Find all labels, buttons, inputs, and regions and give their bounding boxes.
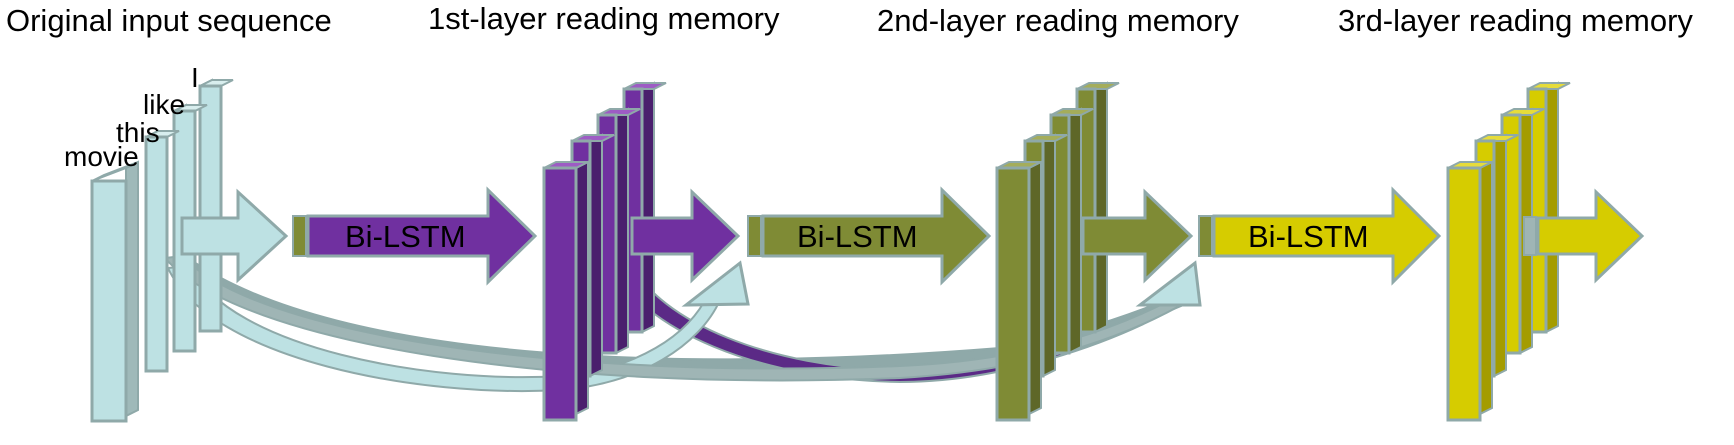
layer3-memory-stack [1446, 81, 1571, 422]
title-layer3-memory: 3rd-layer reading memory [1338, 3, 1693, 38]
layer2-output-arrow [1081, 188, 1194, 284]
layer2-slab-4 [1075, 81, 1120, 334]
layer3-slab-1 [1446, 160, 1493, 422]
word-this: this [116, 117, 160, 148]
layer2-slab-1 [995, 160, 1042, 422]
input-output-arrow [180, 188, 289, 284]
input-slab-2 [144, 129, 180, 373]
layer3-slab-4 [1526, 81, 1571, 334]
title-layer1-memory: 1st-layer reading memory [428, 1, 780, 36]
layer1-memory-stack [542, 81, 667, 422]
bilstm-label-1: Bi-LSTM [345, 219, 466, 254]
word-I: I [191, 62, 199, 93]
layer3-output-arrow [1536, 188, 1645, 284]
bilstm-block-3: Bi-LSTM [1198, 186, 1442, 286]
layer1-slab-1 [542, 160, 589, 422]
input-slab-1 [90, 160, 139, 423]
skip-arrowhead-to-layer2 [1135, 260, 1202, 307]
bilstm-arrow-2 [761, 186, 992, 286]
bilstm-arrow-1 [306, 186, 538, 286]
bilstm-label-3: Bi-LSTM [1248, 219, 1369, 254]
word-movie: movie [64, 141, 139, 172]
layer3-output-arrow-stub [1523, 216, 1537, 256]
bilstm-arrow-3 [1212, 186, 1442, 286]
layer1-output-arrow [630, 188, 741, 284]
bilstm-label-2: Bi-LSTM [797, 219, 918, 254]
title-original-input: Original input sequence [6, 3, 332, 38]
title-layer2-memory: 2nd-layer reading memory [877, 3, 1239, 38]
word-like: like [143, 89, 185, 120]
bilstm-block-2: Bi-LSTM [747, 186, 992, 286]
layer2-memory-stack [995, 81, 1120, 422]
bilstm-block-1: Bi-LSTM [292, 186, 538, 286]
skip-arrowhead-to-layer1 [681, 260, 750, 307]
layer1-slab-4 [622, 81, 667, 334]
